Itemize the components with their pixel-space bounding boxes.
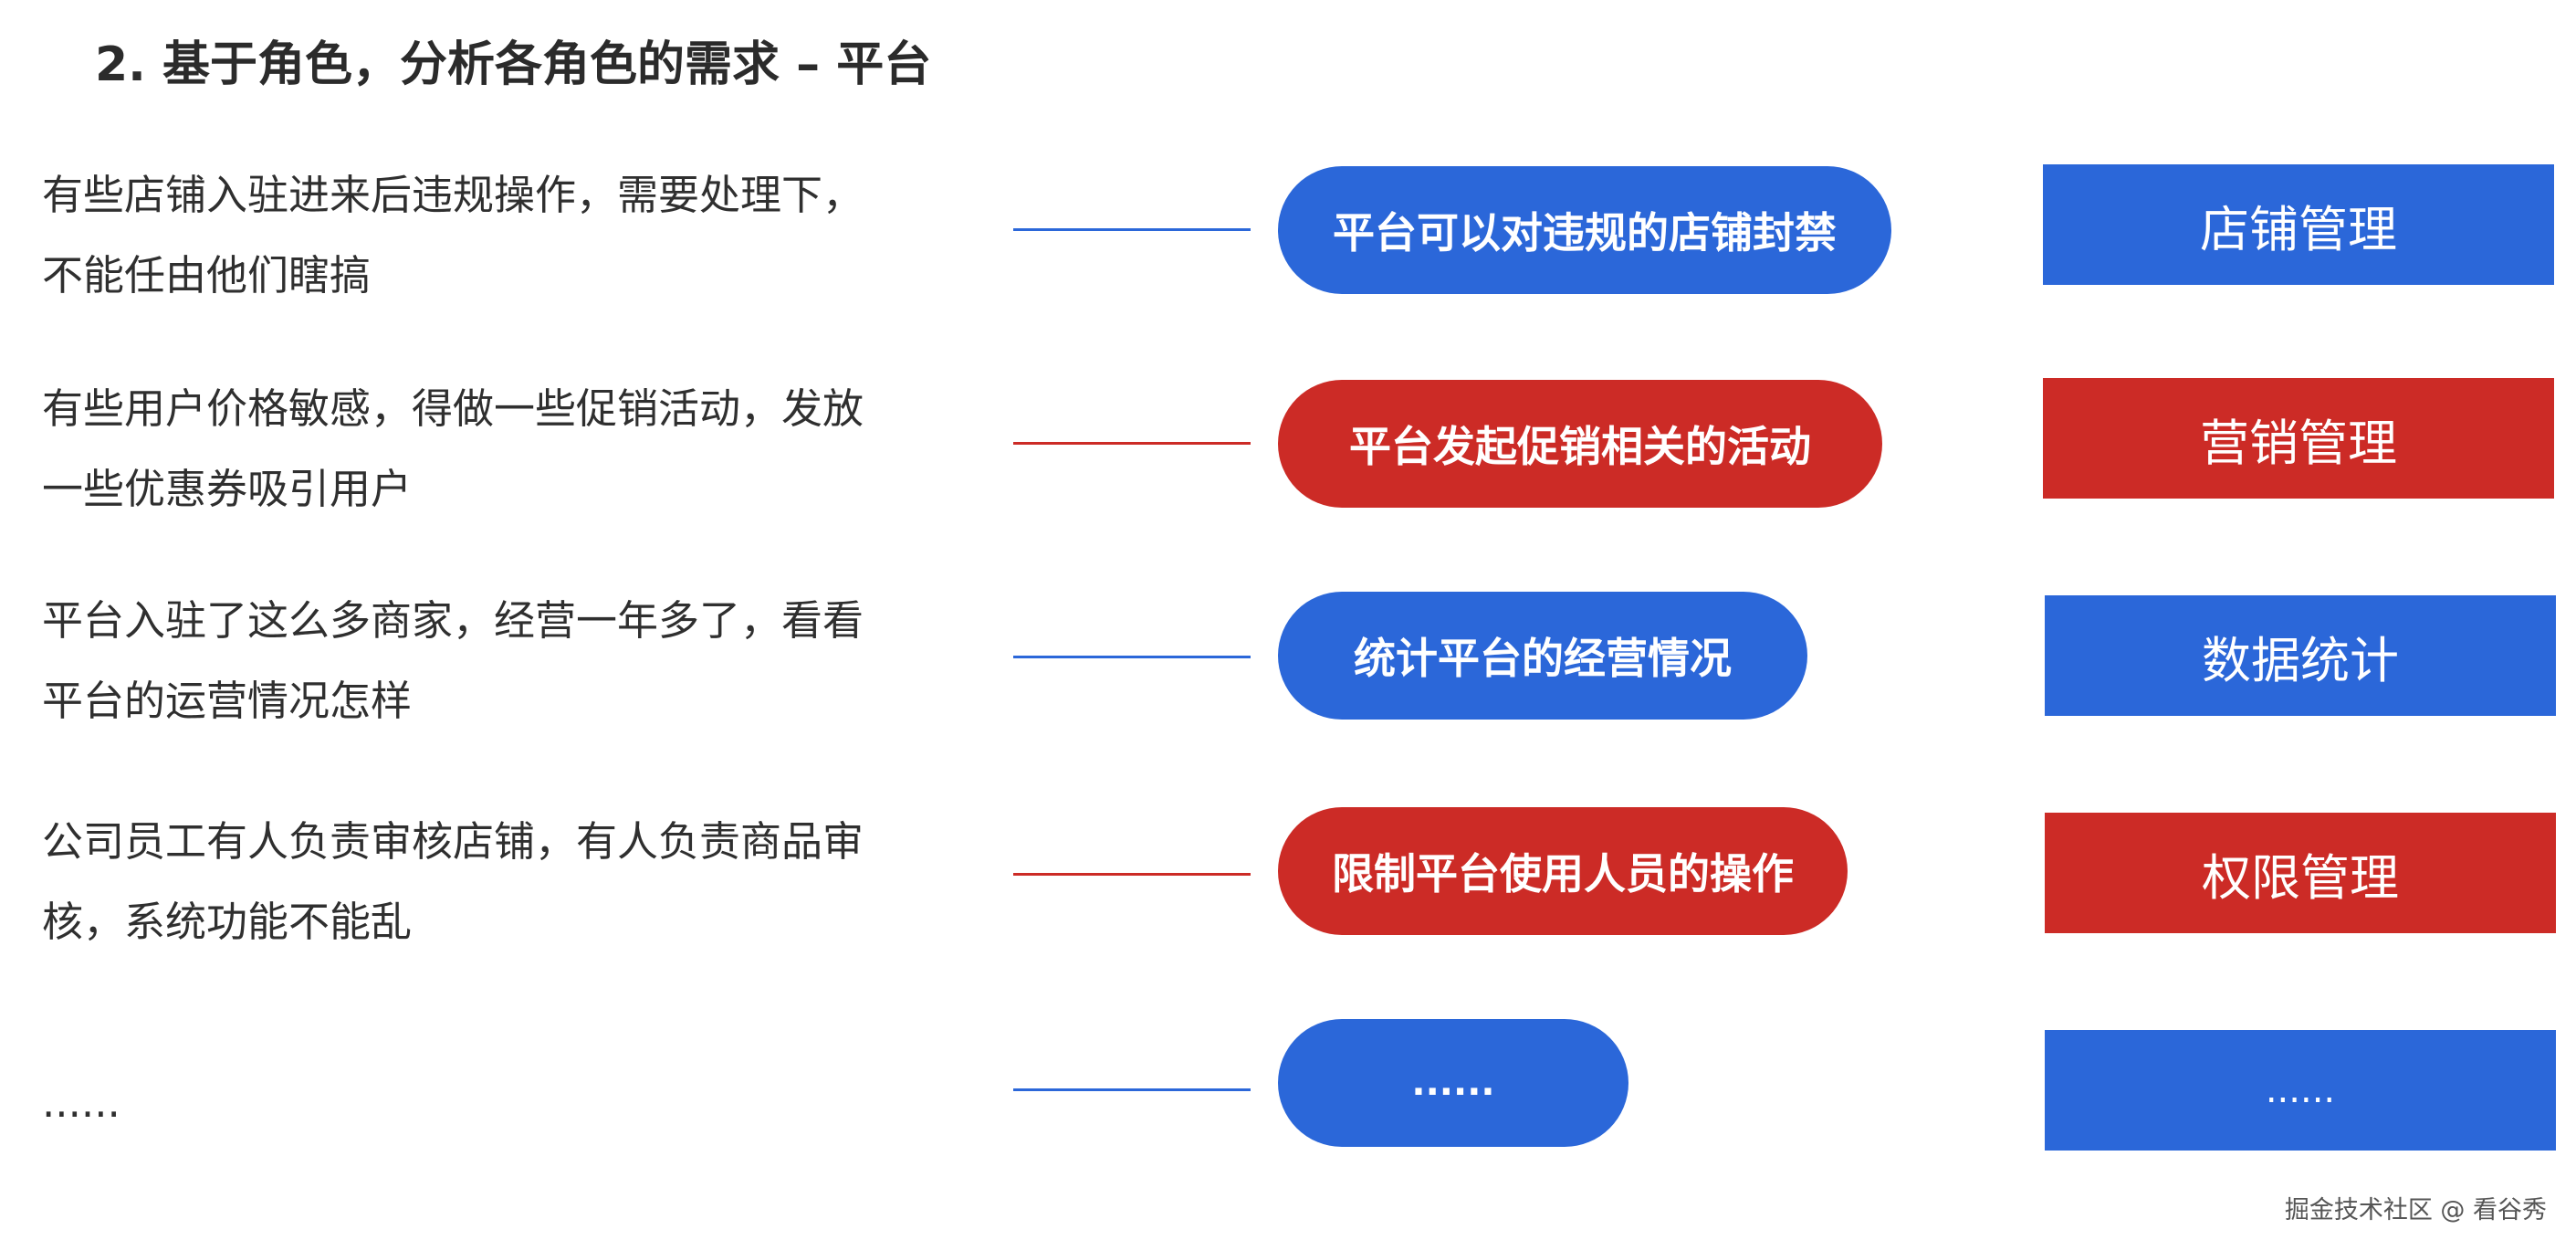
module-box: 数据统计 <box>2045 595 2556 716</box>
scenario-description: 公司员工有人负责审核店铺，有人负责商品审 核，系统功能不能乱 <box>42 802 955 962</box>
scenario-description: 有些店铺入驻进来后违规操作，需要处理下， 不能任由他们瞎搞 <box>42 155 955 316</box>
requirement-pill: ...... <box>1278 1019 1628 1147</box>
requirement-pill: 限制平台使用人员的操作 <box>1278 807 1848 935</box>
scenario-description: 有些用户价格敏感，得做一些促销活动，发放 一些优惠券吸引用户 <box>42 369 955 530</box>
description-line: 公司员工有人负责审核店铺，有人负责商品审 <box>42 817 864 866</box>
description-line: ...... <box>42 1078 120 1127</box>
module-box: 营销管理 <box>2043 378 2554 499</box>
requirement-pill: 统计平台的经营情况 <box>1278 592 1807 720</box>
description-line: 一些优惠券吸引用户 <box>42 465 413 513</box>
connector-line <box>1013 228 1251 231</box>
module-box: 权限管理 <box>2045 813 2556 933</box>
requirement-pill: 平台发起促销相关的活动 <box>1278 380 1882 508</box>
module-box: 店铺管理 <box>2043 164 2554 285</box>
scenario-description: 平台入驻了这么多商家，经营一年多了，看看 平台的运营情况怎样 <box>42 581 955 741</box>
description-line: 有些店铺入驻进来后违规操作，需要处理下， <box>42 171 864 219</box>
watermark: 掘金技术社区 @ 看谷秀 <box>2284 1196 2547 1224</box>
description-line: 平台的运营情况怎样 <box>42 677 413 725</box>
connector-line <box>1013 873 1251 876</box>
description-line: 不能任由他们瞎搞 <box>42 251 372 299</box>
connector-line <box>1013 656 1251 658</box>
connector-line <box>1013 442 1251 445</box>
description-line: 平台入驻了这么多商家，经营一年多了，看看 <box>42 596 864 645</box>
requirement-pill: 平台可以对违规的店铺封禁 <box>1278 166 1891 294</box>
page-title: 2. 基于角色，分析各角色的需求 – 平台 <box>95 37 932 92</box>
description-line: 有些用户价格敏感，得做一些促销活动，发放 <box>42 384 864 433</box>
module-box: ...... <box>2045 1030 2556 1151</box>
scenario-description: ...... <box>42 1063 955 1143</box>
connector-line <box>1013 1088 1251 1091</box>
description-line: 核，系统功能不能乱 <box>42 898 413 946</box>
